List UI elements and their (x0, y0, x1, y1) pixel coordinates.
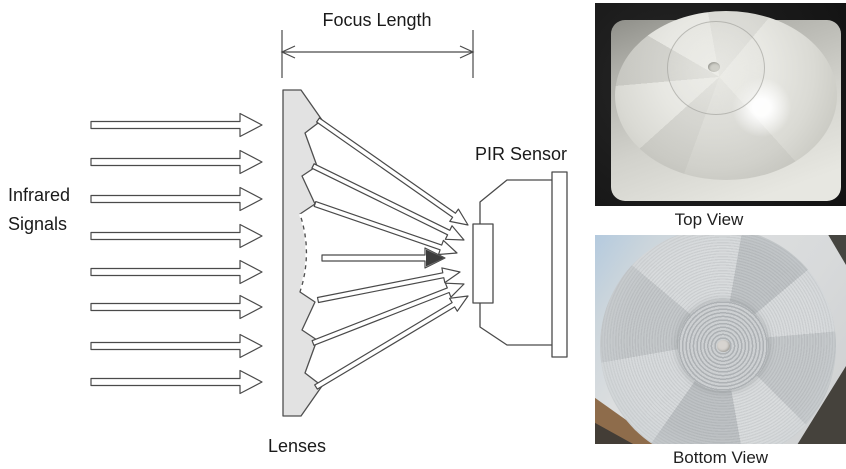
dome-center-nub (708, 62, 720, 72)
sensor-housing-top-line (479, 179, 552, 224)
infrared-ray-arrow (90, 294, 263, 320)
infrared-signals-label-line1: Infrared (8, 185, 70, 205)
infrared-ray-arrow (90, 112, 263, 138)
sensor-body-rect (551, 171, 568, 358)
infrared-ray-arrow (90, 223, 263, 249)
bottom-view-caption: Bottom View (672, 448, 769, 467)
focus-length-label: Focus Length (322, 10, 431, 30)
infrared-ray-arrow (90, 186, 263, 212)
photo-corner-dark-top-right (828, 235, 846, 265)
focus-length-dimension (280, 30, 475, 78)
infrared-ray-arrow (90, 333, 263, 359)
fresnel-center-nub (717, 340, 730, 352)
focused-ray-arrow (313, 201, 458, 256)
center-ray-arrowhead-icon (426, 249, 444, 267)
infrared-ray-arrow (90, 149, 263, 175)
focused-ray-arrow (314, 295, 469, 390)
infrared-rays-group (90, 112, 263, 395)
focused-ray-arrow (311, 282, 465, 346)
center-ray-shaft (321, 247, 446, 269)
bottom-view-photo (595, 235, 846, 444)
sensor-element-rect (472, 223, 494, 304)
fresnel-lens-cross-section (282, 89, 323, 417)
top-view-photo (595, 3, 846, 206)
sensor-housing-bottom-line (479, 303, 552, 346)
infrared-ray-arrow (90, 369, 263, 395)
dimension-arrowhead-left-icon (280, 45, 296, 59)
focused-ray-arrow (316, 117, 469, 226)
pir-sensor-label: PIR Sensor (475, 144, 567, 164)
pir-sensor-drawing (472, 171, 568, 358)
fresnel-lens-diagram: Focus Length Infrared Signals PIR Sensor… (8, 10, 568, 456)
focused-ray-arrow (311, 163, 465, 241)
focused-ray-arrow (316, 267, 461, 304)
top-view-caption: Top View (674, 210, 744, 229)
dimension-arrowhead-right-icon (459, 45, 475, 59)
lenses-label: Lenses (268, 436, 326, 456)
infrared-signals-label-line2: Signals (8, 214, 67, 234)
center-ray-arrow (321, 247, 446, 269)
infrared-ray-arrow (90, 259, 263, 285)
focused-rays-group (311, 117, 469, 390)
